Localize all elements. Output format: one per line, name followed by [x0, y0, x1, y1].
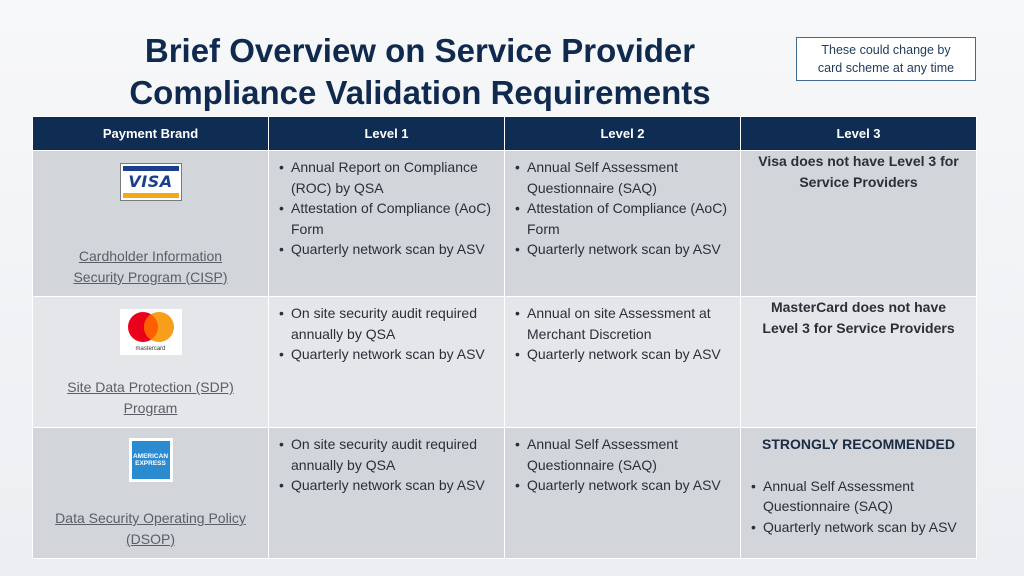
- list-item: Attestation of Compliance (AoC) Form: [515, 198, 732, 239]
- list-item: Annual Self Assessment Questionnaire (SA…: [515, 434, 732, 475]
- level2-cell-visa: Annual Self Assessment Questionnaire (SA…: [504, 150, 741, 297]
- header-level-3: Level 3: [740, 116, 977, 151]
- list-item: Quarterly network scan by ASV: [279, 344, 496, 365]
- program-link-dsop[interactable]: Data Security Operating Policy (DSOP): [33, 508, 268, 550]
- level2-list: Annual Self Assessment Questionnaire (SA…: [515, 434, 732, 496]
- amex-logo: AMERICAN EXPRESS: [128, 438, 173, 482]
- program-name-line-2: Security Program (CISP): [73, 269, 228, 285]
- amex-logo-text-2: EXPRESS: [135, 460, 166, 467]
- program-name-line-1: Data Security Operating Policy: [55, 510, 246, 526]
- title-line-1: Brief Overview on Service Provider: [144, 32, 696, 69]
- program-name-line-2: Program: [123, 400, 178, 416]
- list-item: On site security audit required annually…: [279, 303, 496, 344]
- mastercard-logo-text: mastercard: [135, 346, 166, 352]
- list-item: Quarterly network scan by ASV: [751, 517, 968, 538]
- header-payment-brand: Payment Brand: [32, 116, 269, 151]
- list-item: Annual Self Assessment Questionnaire (SA…: [515, 157, 732, 198]
- mastercard-logo: mastercard: [119, 309, 182, 355]
- level1-list: On site security audit required annually…: [279, 303, 496, 365]
- level2-list: Annual Self Assessment Questionnaire (SA…: [515, 157, 732, 260]
- table-row-visa: VISA Cardholder Information Security Pro…: [32, 150, 977, 297]
- level1-cell-amex: On site security audit required annually…: [268, 427, 505, 559]
- level2-cell-mastercard: Annual on site Assessment at Merchant Di…: [504, 296, 741, 428]
- list-item: Quarterly network scan by ASV: [515, 239, 732, 260]
- level3-cell-mastercard: MasterCard does not have Level 3 for Ser…: [740, 296, 977, 428]
- brand-cell-mastercard: mastercard Site Data Protection (SDP) Pr…: [32, 296, 269, 428]
- mastercard-circles-icon: [127, 312, 174, 342]
- level1-list: On site security audit required annually…: [279, 434, 496, 496]
- program-name-line-2: (DSOP): [126, 531, 175, 547]
- level1-cell-mastercard: On site security audit required annually…: [268, 296, 505, 428]
- list-item: Annual Report on Compliance (ROC) by QSA: [279, 157, 496, 198]
- header-row: Payment Brand Level 1 Level 2 Level 3: [32, 116, 977, 151]
- program-link-sdp[interactable]: Site Data Protection (SDP) Program: [33, 377, 268, 419]
- level3-cell-visa: Visa does not have Level 3 for Service P…: [740, 150, 977, 297]
- list-item: Quarterly network scan by ASV: [279, 475, 496, 496]
- list-item: On site security audit required annually…: [279, 434, 496, 475]
- level1-cell-visa: Annual Report on Compliance (ROC) by QSA…: [268, 150, 505, 297]
- compliance-table: Payment Brand Level 1 Level 2 Level 3 VI…: [32, 116, 977, 559]
- level2-cell-amex: Annual Self Assessment Questionnaire (SA…: [504, 427, 741, 559]
- amex-logo-text-1: AMERICAN: [132, 453, 169, 460]
- title-line-2: Compliance Validation Requirements: [129, 74, 711, 111]
- level3-cell-amex: STRONGLY RECOMMENDED Annual Self Assessm…: [740, 427, 977, 559]
- list-item: Attestation of Compliance (AoC) Form: [279, 198, 496, 239]
- table-row-amex: AMERICAN EXPRESS Data Security Operating…: [32, 427, 977, 559]
- list-item: Annual Self Assessment Questionnaire (SA…: [751, 476, 968, 517]
- list-item: Annual on site Assessment at Merchant Di…: [515, 303, 732, 344]
- header-level-1: Level 1: [268, 116, 505, 151]
- table-row-mastercard: mastercard Site Data Protection (SDP) Pr…: [32, 296, 977, 428]
- recommended-heading: STRONGLY RECOMMENDED: [762, 436, 955, 452]
- list-item: Quarterly network scan by ASV: [515, 344, 732, 365]
- program-name-line-1: Cardholder Information: [78, 248, 223, 264]
- brand-cell-visa: VISA Cardholder Information Security Pro…: [32, 150, 269, 297]
- level3-text-line-2: Service Providers: [799, 174, 918, 190]
- visa-logo: VISA: [119, 163, 182, 201]
- list-item: Quarterly network scan by ASV: [515, 475, 732, 496]
- disclaimer-note: These could change by card scheme at any…: [796, 37, 976, 81]
- program-link-cisp[interactable]: Cardholder Information Security Program …: [33, 246, 268, 288]
- level3-text-line-1: Visa does not have Level 3 for: [758, 153, 959, 169]
- brand-cell-amex: AMERICAN EXPRESS Data Security Operating…: [32, 427, 269, 559]
- note-line-2: card scheme at any time: [817, 61, 955, 75]
- level2-list: Annual on site Assessment at Merchant Di…: [515, 303, 732, 365]
- list-item: Quarterly network scan by ASV: [279, 239, 496, 260]
- visa-logo-text: VISA: [122, 171, 179, 193]
- slide-title: Brief Overview on Service Provider Compl…: [100, 30, 740, 114]
- level3-text-line-2: Level 3 for Service Providers: [762, 320, 955, 336]
- header-level-2: Level 2: [504, 116, 741, 151]
- note-line-1: These could change by: [821, 43, 951, 57]
- level1-list: Annual Report on Compliance (ROC) by QSA…: [279, 157, 496, 260]
- program-name-line-1: Site Data Protection (SDP): [67, 379, 234, 395]
- level3-text-line-1: MasterCard does not have: [770, 299, 947, 315]
- level3-list: Annual Self Assessment Questionnaire (SA…: [751, 476, 968, 538]
